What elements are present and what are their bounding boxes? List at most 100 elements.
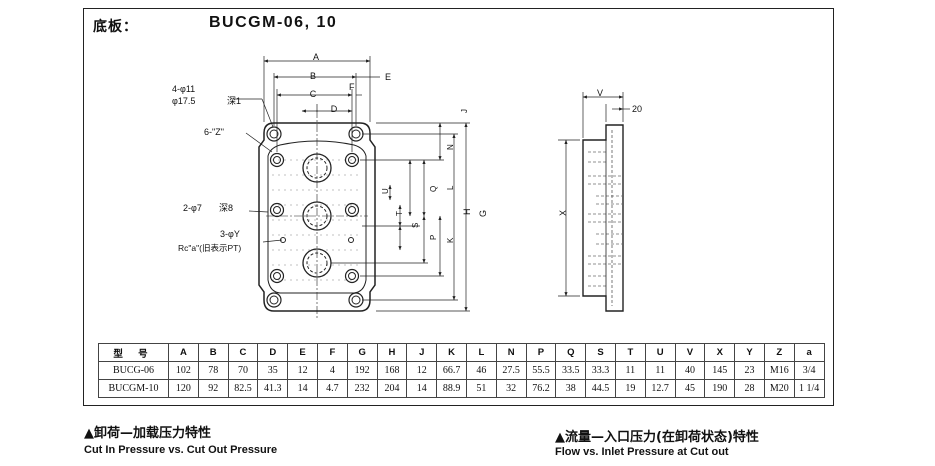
table-cell: E bbox=[287, 343, 318, 362]
dim-label-l: L bbox=[446, 185, 455, 190]
table-cell: 4.7 bbox=[316, 379, 348, 398]
note-z-holes: 6-"Z" bbox=[204, 127, 224, 137]
side-body bbox=[582, 124, 624, 312]
table-cell: X bbox=[704, 343, 736, 362]
table-cell: B bbox=[197, 343, 229, 362]
dim-label-s: S bbox=[411, 223, 420, 228]
table-cell: 232 bbox=[346, 379, 378, 398]
table-cell: T bbox=[614, 343, 646, 362]
note-mount-holes: 4-φ11 bbox=[172, 84, 195, 94]
dim-label-x: X bbox=[558, 210, 568, 216]
dim-label-g: G bbox=[478, 210, 488, 217]
note-y-holes: 3-φY bbox=[220, 229, 240, 239]
technical-drawing: A B E C F D J G H N bbox=[172, 52, 642, 318]
model-cell: BUCG-06 bbox=[98, 361, 169, 380]
table-cell: 45 bbox=[674, 379, 706, 398]
table-cell: 76.2 bbox=[525, 379, 557, 398]
table-cell: a bbox=[793, 343, 825, 362]
table-cell: 102 bbox=[168, 361, 199, 380]
table-cell: 12 bbox=[287, 361, 318, 380]
table-cell: M16 bbox=[763, 361, 795, 380]
table-cell: N bbox=[495, 343, 527, 362]
dim-label-j: J bbox=[460, 109, 469, 113]
table-cell: 11 bbox=[644, 361, 676, 380]
table-cell: H bbox=[376, 343, 408, 362]
plate-outline bbox=[258, 122, 376, 312]
table-cell: 38 bbox=[555, 379, 587, 398]
table-cell: Z bbox=[763, 343, 795, 362]
table-cell: 88.9 bbox=[436, 379, 467, 398]
note-pin-holes: 2-φ7 bbox=[183, 203, 202, 213]
table-cell: F bbox=[316, 343, 348, 362]
table-cell: 168 bbox=[376, 361, 408, 380]
dim-label-q: Q bbox=[429, 186, 438, 192]
table-cell: 4 bbox=[316, 361, 348, 380]
dim-label-h: H bbox=[462, 209, 472, 216]
caption-left-cn: ▲卸荷—加载压力特性 bbox=[84, 426, 211, 441]
z-hole bbox=[269, 152, 285, 168]
model-cell: BUCGM-10 bbox=[98, 379, 169, 398]
table-cell: C bbox=[227, 343, 259, 362]
side-hidden-lines bbox=[588, 130, 622, 306]
table-cell: 1 1/4 bbox=[793, 379, 825, 398]
table-cell: V bbox=[674, 343, 706, 362]
table-cell: 32 bbox=[495, 379, 527, 398]
table-cell: G bbox=[346, 343, 378, 362]
table-cell: 33.5 bbox=[555, 361, 587, 380]
table-cell: K bbox=[436, 343, 467, 362]
note-depth8: 深8 bbox=[219, 203, 233, 213]
dim-label-n: N bbox=[446, 144, 455, 150]
dim-label-20: 20 bbox=[632, 104, 642, 114]
table-cell: 120 bbox=[168, 379, 199, 398]
front-view: A B E C F D J G H N bbox=[172, 52, 488, 318]
dim-label-t: T bbox=[395, 211, 404, 216]
side-dimensions bbox=[558, 92, 630, 297]
table-cell: 12 bbox=[406, 361, 438, 380]
right-dimensions bbox=[331, 122, 470, 312]
table-cell: 92 bbox=[197, 379, 229, 398]
dim-label-v: V bbox=[597, 88, 603, 98]
table-cell: 28 bbox=[734, 379, 765, 398]
side-view: V 20 X bbox=[558, 88, 642, 312]
mounting-hole bbox=[348, 126, 364, 142]
dim-label-k: K bbox=[446, 237, 455, 243]
table-cell: A bbox=[168, 343, 199, 362]
dim-label-p: P bbox=[429, 235, 438, 240]
caption-right-en: Flow vs. Inlet Pressure at Cut out bbox=[555, 446, 729, 458]
table-cell: 33.3 bbox=[585, 361, 616, 380]
z-hole bbox=[269, 268, 285, 284]
table-cell: 12.7 bbox=[644, 379, 676, 398]
table-cell: 66.7 bbox=[436, 361, 467, 380]
callout-leaders bbox=[232, 98, 283, 243]
table-cell: 14 bbox=[406, 379, 438, 398]
caption-right-cn: ▲流量—入口压力(在卸荷状态)特性 bbox=[555, 430, 759, 445]
table-cell: 27.5 bbox=[495, 361, 527, 380]
dim-label-a: A bbox=[313, 52, 319, 62]
note-rc-port: Rc"a"(旧表示PT) bbox=[178, 243, 241, 253]
table-cell: 46 bbox=[465, 361, 497, 380]
table-cell: 55.5 bbox=[525, 361, 557, 380]
table-cell: 192 bbox=[346, 361, 378, 380]
table-cell: 35 bbox=[257, 361, 289, 380]
table-cell: 82.5 bbox=[227, 379, 259, 398]
mounting-hole bbox=[266, 126, 282, 142]
table-cell: 51 bbox=[465, 379, 497, 398]
note-depth1: 深1 bbox=[227, 96, 241, 106]
table-cell: Q bbox=[555, 343, 587, 362]
drawing-frame bbox=[83, 8, 834, 406]
dim-label-u: U bbox=[381, 188, 390, 194]
dim-label-e: E bbox=[385, 72, 391, 82]
table-cell: 19 bbox=[614, 379, 646, 398]
table-cell: P bbox=[525, 343, 557, 362]
z-hole bbox=[344, 268, 360, 284]
table-cell: 78 bbox=[197, 361, 229, 380]
model-title: BUCGM-06, 10 bbox=[209, 14, 338, 31]
table-cell: Y bbox=[734, 343, 765, 362]
mounting-hole bbox=[348, 292, 364, 308]
table-cell: 11 bbox=[614, 361, 646, 380]
table-cell: 204 bbox=[376, 379, 408, 398]
dim-label-b: B bbox=[310, 71, 316, 81]
